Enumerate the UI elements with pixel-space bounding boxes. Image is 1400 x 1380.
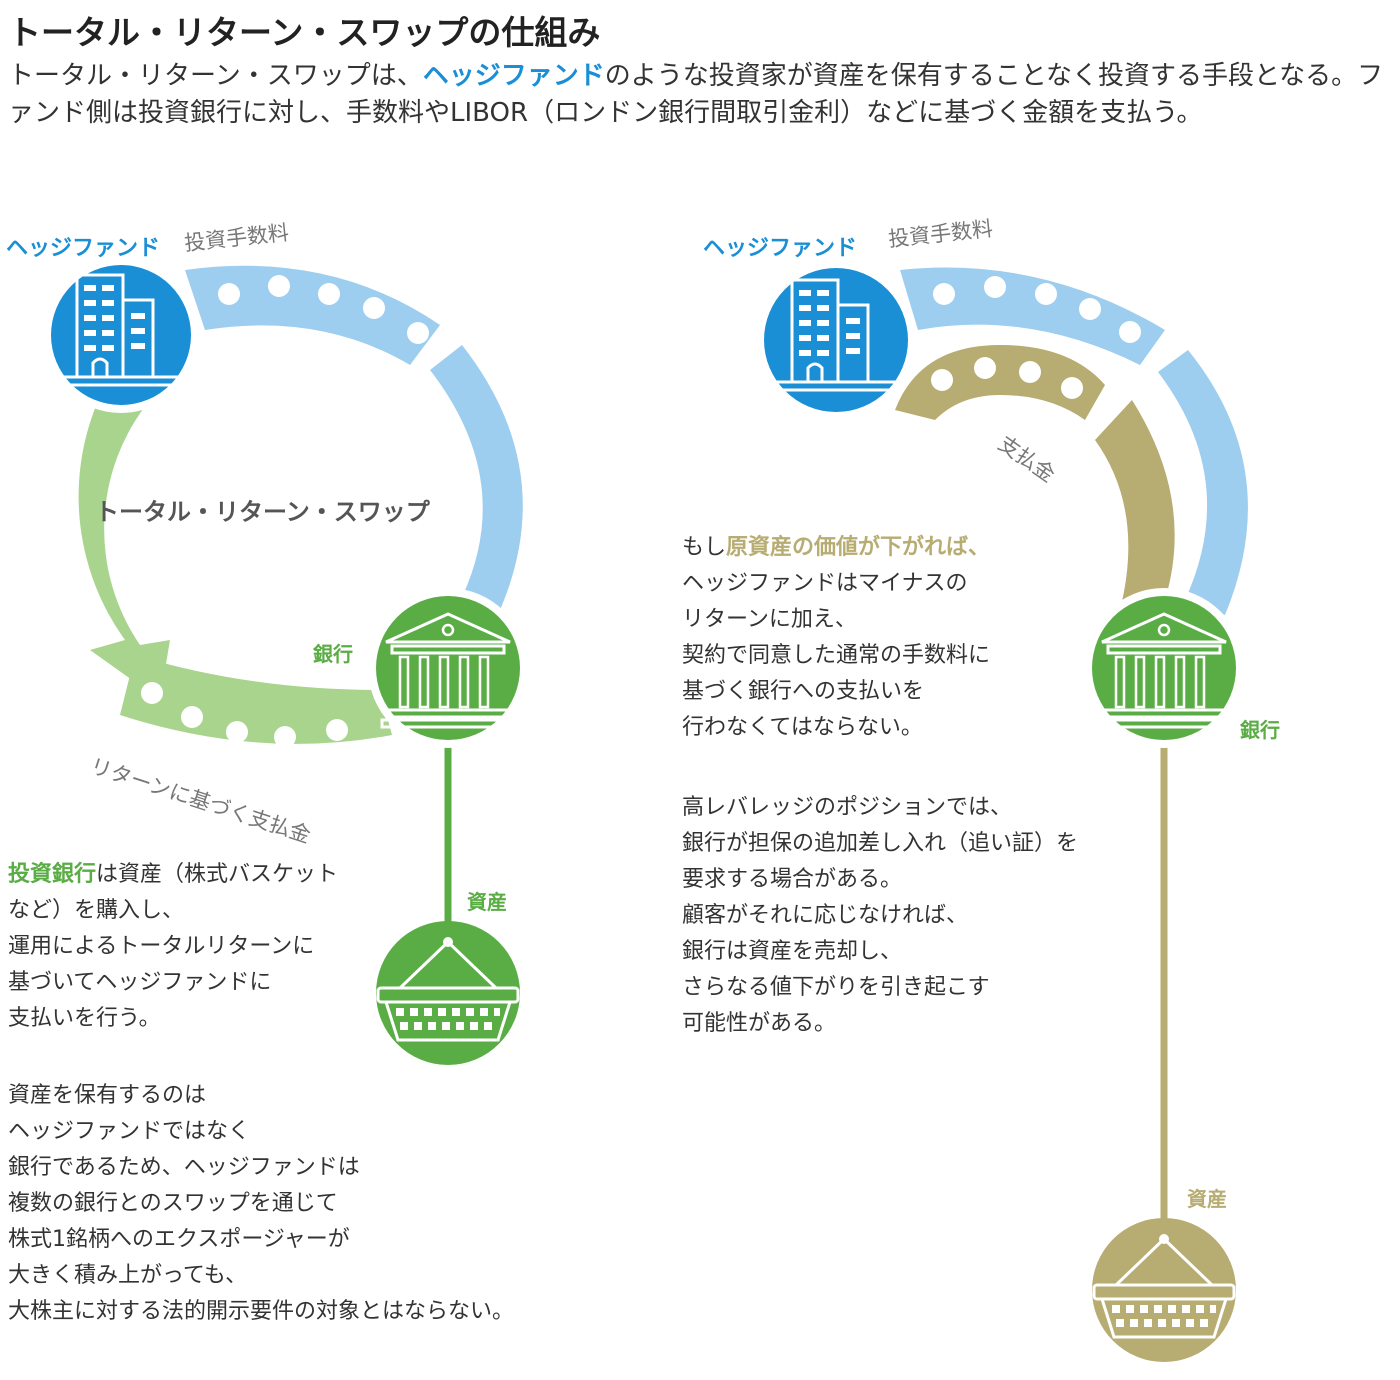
left-return-arrow — [78, 390, 392, 748]
right-text-1-highlight: 原資産の価値が下がれば、 — [726, 535, 991, 560]
right-basket-icon — [1092, 1218, 1236, 1362]
left-text-1: 投資銀行は資産（株式バスケット など）を購入し、 運用によるトータルリターンに … — [8, 862, 339, 1031]
right-building-icon — [764, 268, 908, 412]
right-text-2: 高レバレッジのポジションでは、 銀行が担保の追加差し入れ（追い証）を 要求する場… — [682, 795, 1079, 1036]
left-bank-label: 銀行 — [313, 642, 353, 666]
page-title: トータル・リターン・スワップの仕組み — [8, 13, 601, 52]
center-label: トータル・リターン・スワップ — [95, 498, 430, 526]
right-fee-arrow — [900, 267, 1248, 615]
right-text-1: もし原資産の価値が下がれば、 ヘッジファンドはマイナスの リターンに加え、 契約… — [682, 535, 991, 740]
intro-highlight: ヘッジファンド — [422, 61, 605, 91]
left-text-1-highlight: 投資銀行 — [8, 862, 97, 887]
right-asset-label: 資産 — [1187, 1187, 1227, 1211]
right-payment-arrow — [895, 345, 1175, 610]
right-bank-label: 銀行 — [1240, 718, 1280, 742]
right-hedge-fund-label: ヘッジファンド — [703, 236, 858, 261]
left-text-2: 資産を保有するのは ヘッジファンドではなく 銀行であるため、ヘッジファンドは 複… — [8, 1083, 515, 1324]
left-building-icon — [43, 257, 199, 413]
left-hedge-fund-label: ヘッジファンド — [6, 236, 161, 261]
left-bank-icon — [368, 588, 528, 748]
right-bank-icon — [1084, 588, 1244, 748]
left-asset-label: 資産 — [467, 890, 507, 914]
left-basket-icon — [376, 921, 520, 1065]
left-fee-arrow — [185, 265, 523, 610]
intro-text: トータル・リターン・スワップは、ヘッジファンドのような投資家が資産を保有すること… — [8, 61, 1384, 128]
